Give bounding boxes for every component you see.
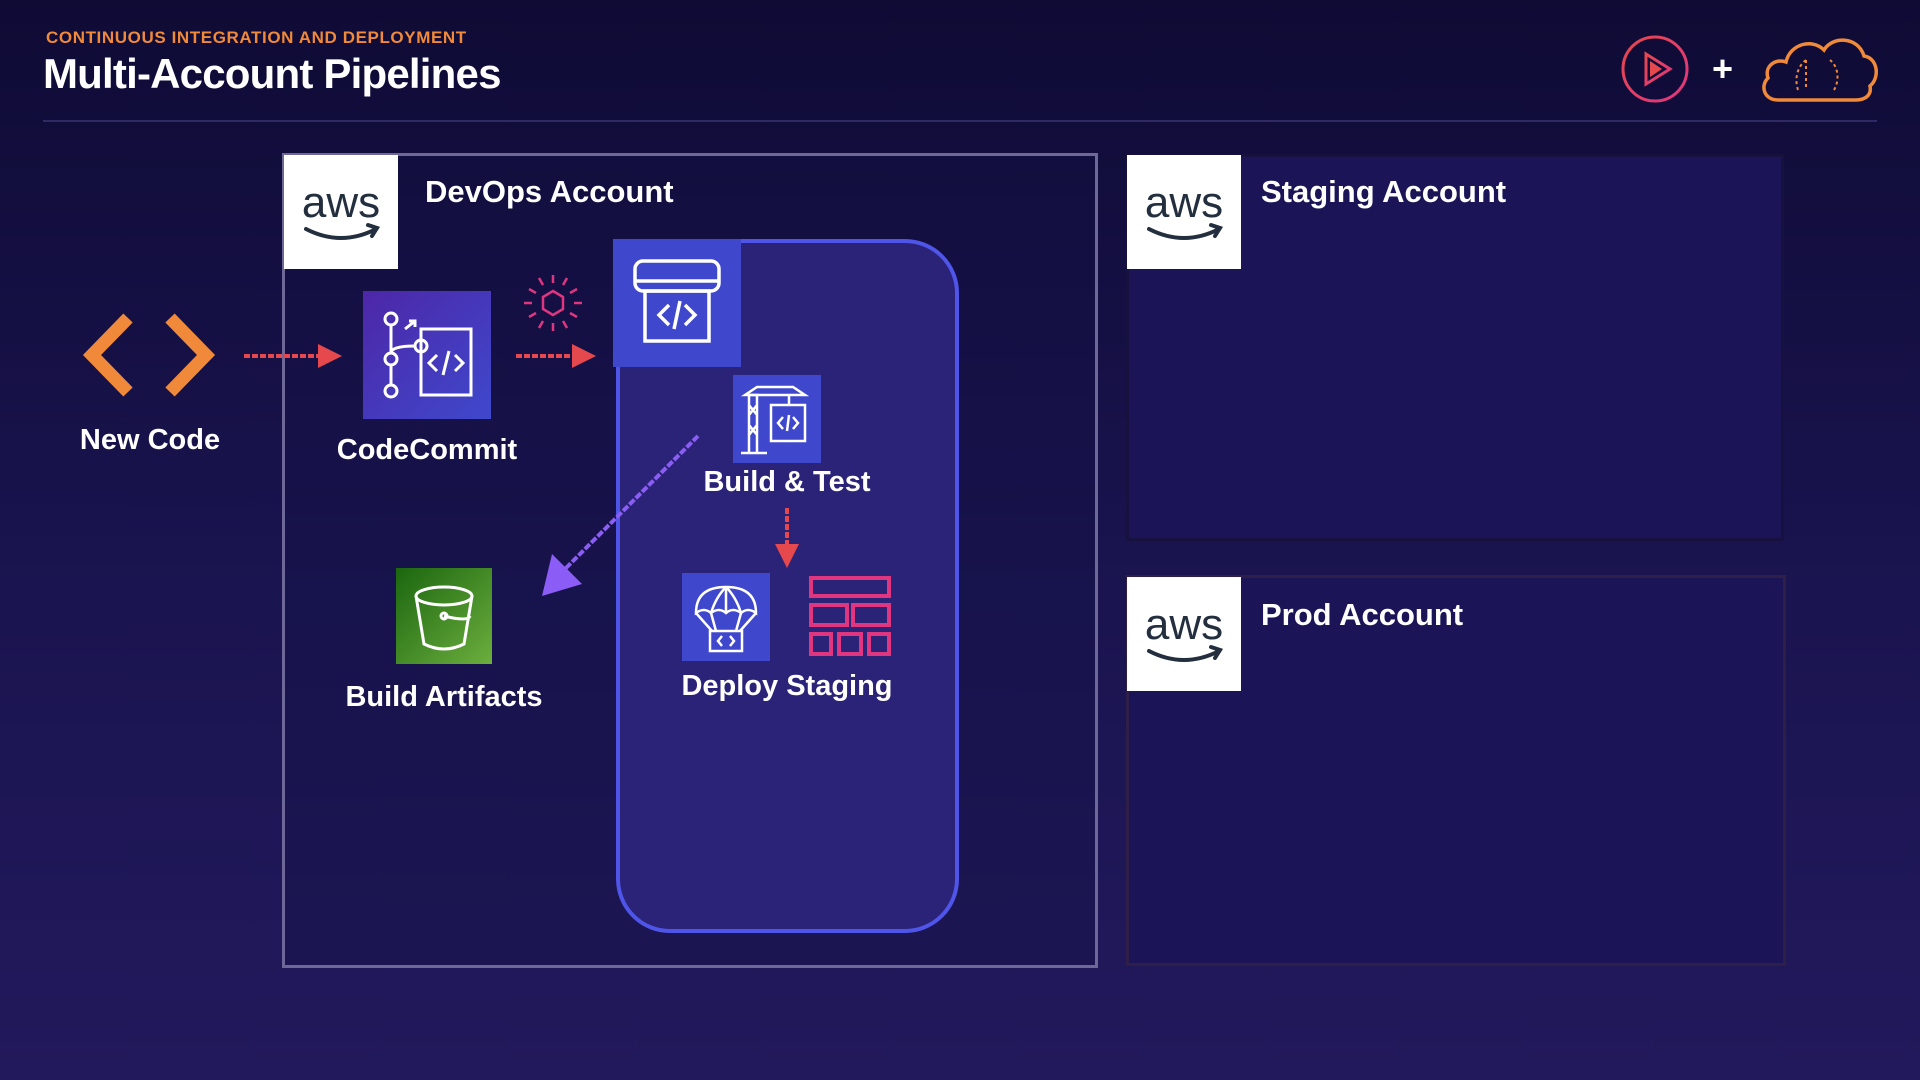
codecommit-icon [363, 291, 491, 419]
plus-sign: + [1712, 48, 1734, 89]
event-hexagon-icon [522, 272, 584, 334]
s3-bucket-icon [396, 568, 492, 664]
codepipeline-icon [613, 239, 741, 367]
build-test-label: Build & Test [703, 466, 871, 498]
codebuild-icon [733, 375, 821, 463]
staging-account-label: Staging Account [1261, 174, 1507, 209]
new-code-label: New Code [79, 424, 221, 456]
chevrons-code-icon [78, 310, 220, 400]
artifact-arrow [530, 430, 706, 600]
svg-text:aws: aws [302, 178, 380, 227]
svg-text:aws: aws [1145, 178, 1223, 227]
build-artifacts-label: Build Artifacts [345, 681, 543, 713]
flow-arrow [240, 336, 346, 376]
play-logo-icon [1620, 34, 1690, 104]
codecommit-label: CodeCommit [336, 434, 518, 466]
devops-account-label: DevOps Account [425, 174, 674, 209]
environment-grid-icon [808, 575, 892, 659]
deploy-staging-label: Deploy Staging [681, 670, 893, 702]
aws-logo-icon: aws [1127, 155, 1241, 269]
section-eyebrow: CONTINUOUS INTEGRATION AND DEPLOYMENT [46, 28, 467, 47]
aws-logo-icon: aws [284, 155, 398, 269]
cloud-logo-icon [1758, 30, 1880, 104]
page-title: Multi-Account Pipelines [43, 50, 501, 97]
header-divider [43, 120, 1877, 122]
codedeploy-icon [682, 573, 770, 661]
flow-arrow [512, 336, 598, 376]
flow-arrow [769, 506, 805, 570]
aws-logo-icon: aws [1127, 577, 1241, 691]
svg-text:aws: aws [1145, 600, 1223, 649]
prod-account-label: Prod Account [1261, 597, 1464, 632]
